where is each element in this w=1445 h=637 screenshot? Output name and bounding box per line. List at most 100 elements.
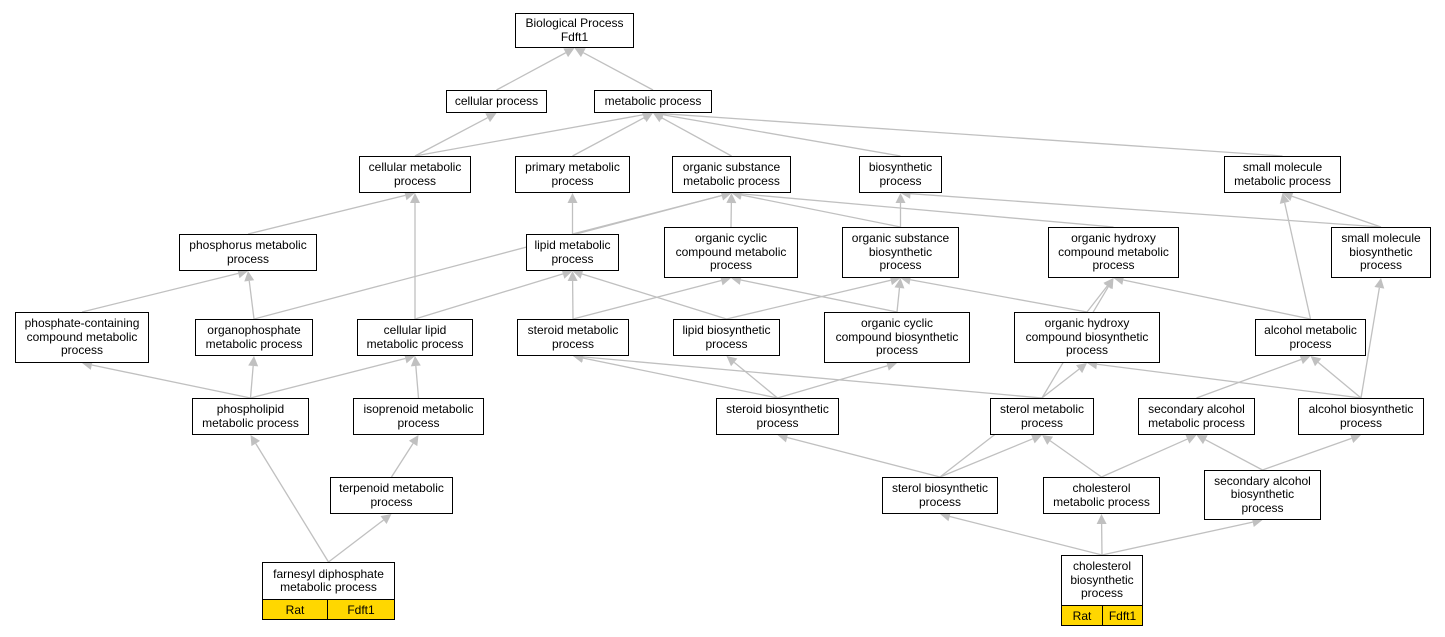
- node-phosphorus-metabolic-process[interactable]: phosphorus metabolic process: [179, 234, 317, 271]
- annotation-row: Rat Fdft1: [262, 599, 395, 620]
- edge-line: [1086, 285, 1108, 313]
- edge-line: [741, 193, 1114, 228]
- node-label: lipid metabolic process: [534, 238, 611, 266]
- node-label: alcohol metabolic process: [1264, 323, 1357, 351]
- node-label: organic cyclic compound metabolic proces…: [675, 231, 787, 273]
- edge-arrowhead: [567, 271, 578, 282]
- edge-arrowhead: [380, 514, 392, 525]
- edge-line: [910, 279, 1088, 313]
- node-organic-substance-biosynthetic-process[interactable]: organic substance biosynthetic process: [842, 227, 959, 278]
- node-cholesterol-metabolic-process[interactable]: cholesterol metabolic process: [1043, 477, 1160, 514]
- edge-line: [777, 365, 888, 399]
- node-label: organophosphate metabolic process: [205, 323, 303, 351]
- node-lipid-metabolic-process[interactable]: lipid metabolic process: [526, 234, 619, 271]
- node-cellular-metabolic-process[interactable]: cellular metabolic process: [359, 156, 471, 193]
- node-organic-cyclic-compound-biosynthetic-process[interactable]: organic cyclic compound biosynthetic pro…: [824, 312, 970, 363]
- edge-arrowhead: [895, 193, 906, 203]
- node-label: organic cyclic compound biosynthetic pro…: [835, 316, 959, 358]
- edge-line: [415, 365, 420, 399]
- node-label: cellular lipid metabolic process: [366, 323, 464, 351]
- node-primary-metabolic-process[interactable]: primary metabolic process: [515, 156, 630, 193]
- edge-line: [1262, 437, 1352, 471]
- node-organic-substance-metabolic-process[interactable]: organic substance metabolic process: [672, 156, 791, 193]
- node-biological-process-root[interactable]: Biological Process Fdft1: [515, 13, 634, 48]
- edge-line: [662, 113, 1283, 157]
- node-secondary-alcohol-metabolic-process[interactable]: secondary alcohol metabolic process: [1138, 398, 1255, 435]
- node-alcohol-biosynthetic-process[interactable]: alcohol biosynthetic process: [1298, 398, 1424, 435]
- edge-line: [249, 365, 254, 399]
- node-organic-hydroxy-compound-metabolic-process[interactable]: organic hydroxy compound metabolic proce…: [1048, 227, 1179, 278]
- edge-arrowhead: [410, 193, 420, 203]
- edge-line: [726, 279, 891, 320]
- node-label: organic substance biosynthetic process: [851, 231, 950, 273]
- edge-line: [248, 280, 255, 320]
- edge-arrowhead: [1185, 434, 1197, 444]
- edge-line: [572, 279, 722, 320]
- edge-line: [662, 114, 901, 157]
- node-label-box: farnesyl diphosphate metabolic process: [262, 562, 395, 599]
- node-steroid-biosynthetic-process[interactable]: steroid biosynthetic process: [716, 398, 839, 435]
- edge-line: [1096, 363, 1362, 399]
- edge-line: [250, 357, 406, 399]
- edge-line: [414, 117, 488, 157]
- node-cellular-process[interactable]: cellular process: [446, 90, 547, 113]
- node-alcohol-metabolic-process[interactable]: alcohol metabolic process: [1255, 319, 1366, 356]
- edge-line: [328, 519, 384, 563]
- edge-arrowhead: [567, 193, 578, 203]
- node-phosphate-containing-compound-metabolic-process[interactable]: phosphate-containing compound metabolic …: [15, 312, 149, 363]
- node-label: biosynthetic process: [868, 160, 933, 188]
- edge-line: [581, 273, 727, 320]
- edge-arrowhead: [1104, 278, 1114, 290]
- edge-line: [1360, 287, 1380, 399]
- edge-line: [253, 194, 722, 320]
- edge-line: [496, 52, 567, 91]
- node-metabolic-process[interactable]: metabolic process: [594, 90, 712, 113]
- edge-line: [414, 114, 644, 157]
- node-label: primary metabolic process: [525, 160, 620, 188]
- node-label: metabolic process: [604, 93, 702, 108]
- edge-line: [582, 356, 1043, 399]
- edge-line: [583, 52, 654, 91]
- node-sterol-biosynthetic-process[interactable]: sterol biosynthetic process: [882, 477, 998, 514]
- node-label: phosphorus metabolic process: [189, 238, 307, 266]
- node-phospholipid-metabolic-process[interactable]: phospholipid metabolic process: [192, 398, 309, 435]
- node-farnesyl-diphosphate-metabolic-process[interactable]: farnesyl diphosphate metabolic process R…: [262, 562, 395, 620]
- edge-arrowhead: [561, 269, 573, 279]
- node-small-molecule-biosynthetic-process[interactable]: small molecule biosynthetic process: [1331, 227, 1431, 278]
- node-label: phosphate-containing compound metabolic …: [24, 316, 140, 358]
- edge-line: [91, 364, 251, 399]
- node-organic-hydroxy-compound-biosynthetic-process[interactable]: organic hydroxy compound biosynthetic pr…: [1014, 312, 1160, 363]
- node-terpenoid-metabolic-process[interactable]: terpenoid metabolic process: [330, 477, 453, 514]
- edge-arrowhead: [248, 356, 259, 367]
- edge-line: [1101, 438, 1188, 478]
- node-cellular-lipid-metabolic-process[interactable]: cellular lipid metabolic process: [357, 319, 473, 356]
- edge-line: [414, 273, 564, 320]
- edge-line: [733, 361, 778, 399]
- node-lipid-biosynthetic-process[interactable]: lipid biosynthetic process: [673, 319, 780, 356]
- species-cell: Rat: [262, 599, 328, 620]
- node-isoprenoid-metabolic-process[interactable]: isoprenoid metabolic process: [353, 398, 484, 435]
- node-label-box: cholesterol biosynthetic process: [1061, 555, 1143, 605]
- node-cholesterol-biosynthetic-process[interactable]: cholesterol biosynthetic process Rat Fdf…: [1061, 555, 1143, 626]
- node-small-molecule-metabolic-process[interactable]: small molecule metabolic process: [1224, 156, 1341, 193]
- node-sterol-metabolic-process[interactable]: sterol metabolic process: [990, 398, 1094, 435]
- node-biosynthetic-process[interactable]: biosynthetic process: [859, 156, 942, 193]
- edge-arrowhead: [940, 511, 951, 522]
- gene-cell: Fdft1: [328, 599, 395, 620]
- edge-arrowhead: [244, 271, 255, 282]
- node-organophosphate-metabolic-process[interactable]: organophosphate metabolic process: [195, 319, 313, 356]
- node-steroid-metabolic-process[interactable]: steroid metabolic process: [517, 319, 629, 356]
- node-label: sterol biosynthetic process: [891, 481, 989, 509]
- node-label: organic substance metabolic process: [682, 160, 781, 188]
- edge-arrowhead: [1299, 354, 1311, 365]
- edge-arrowhead: [410, 356, 421, 367]
- node-secondary-alcohol-biosynthetic-process[interactable]: secondary alcohol biosynthetic process: [1204, 470, 1321, 520]
- edge-line: [1317, 361, 1362, 399]
- edge-line: [1049, 440, 1102, 478]
- node-organic-cyclic-compound-metabolic-process[interactable]: organic cyclic compound metabolic proces…: [664, 227, 798, 278]
- node-label: organic hydroxy compound metabolic proce…: [1058, 231, 1169, 273]
- edge-line: [255, 443, 330, 563]
- edge-line: [1284, 202, 1312, 320]
- edge-line: [1205, 439, 1263, 471]
